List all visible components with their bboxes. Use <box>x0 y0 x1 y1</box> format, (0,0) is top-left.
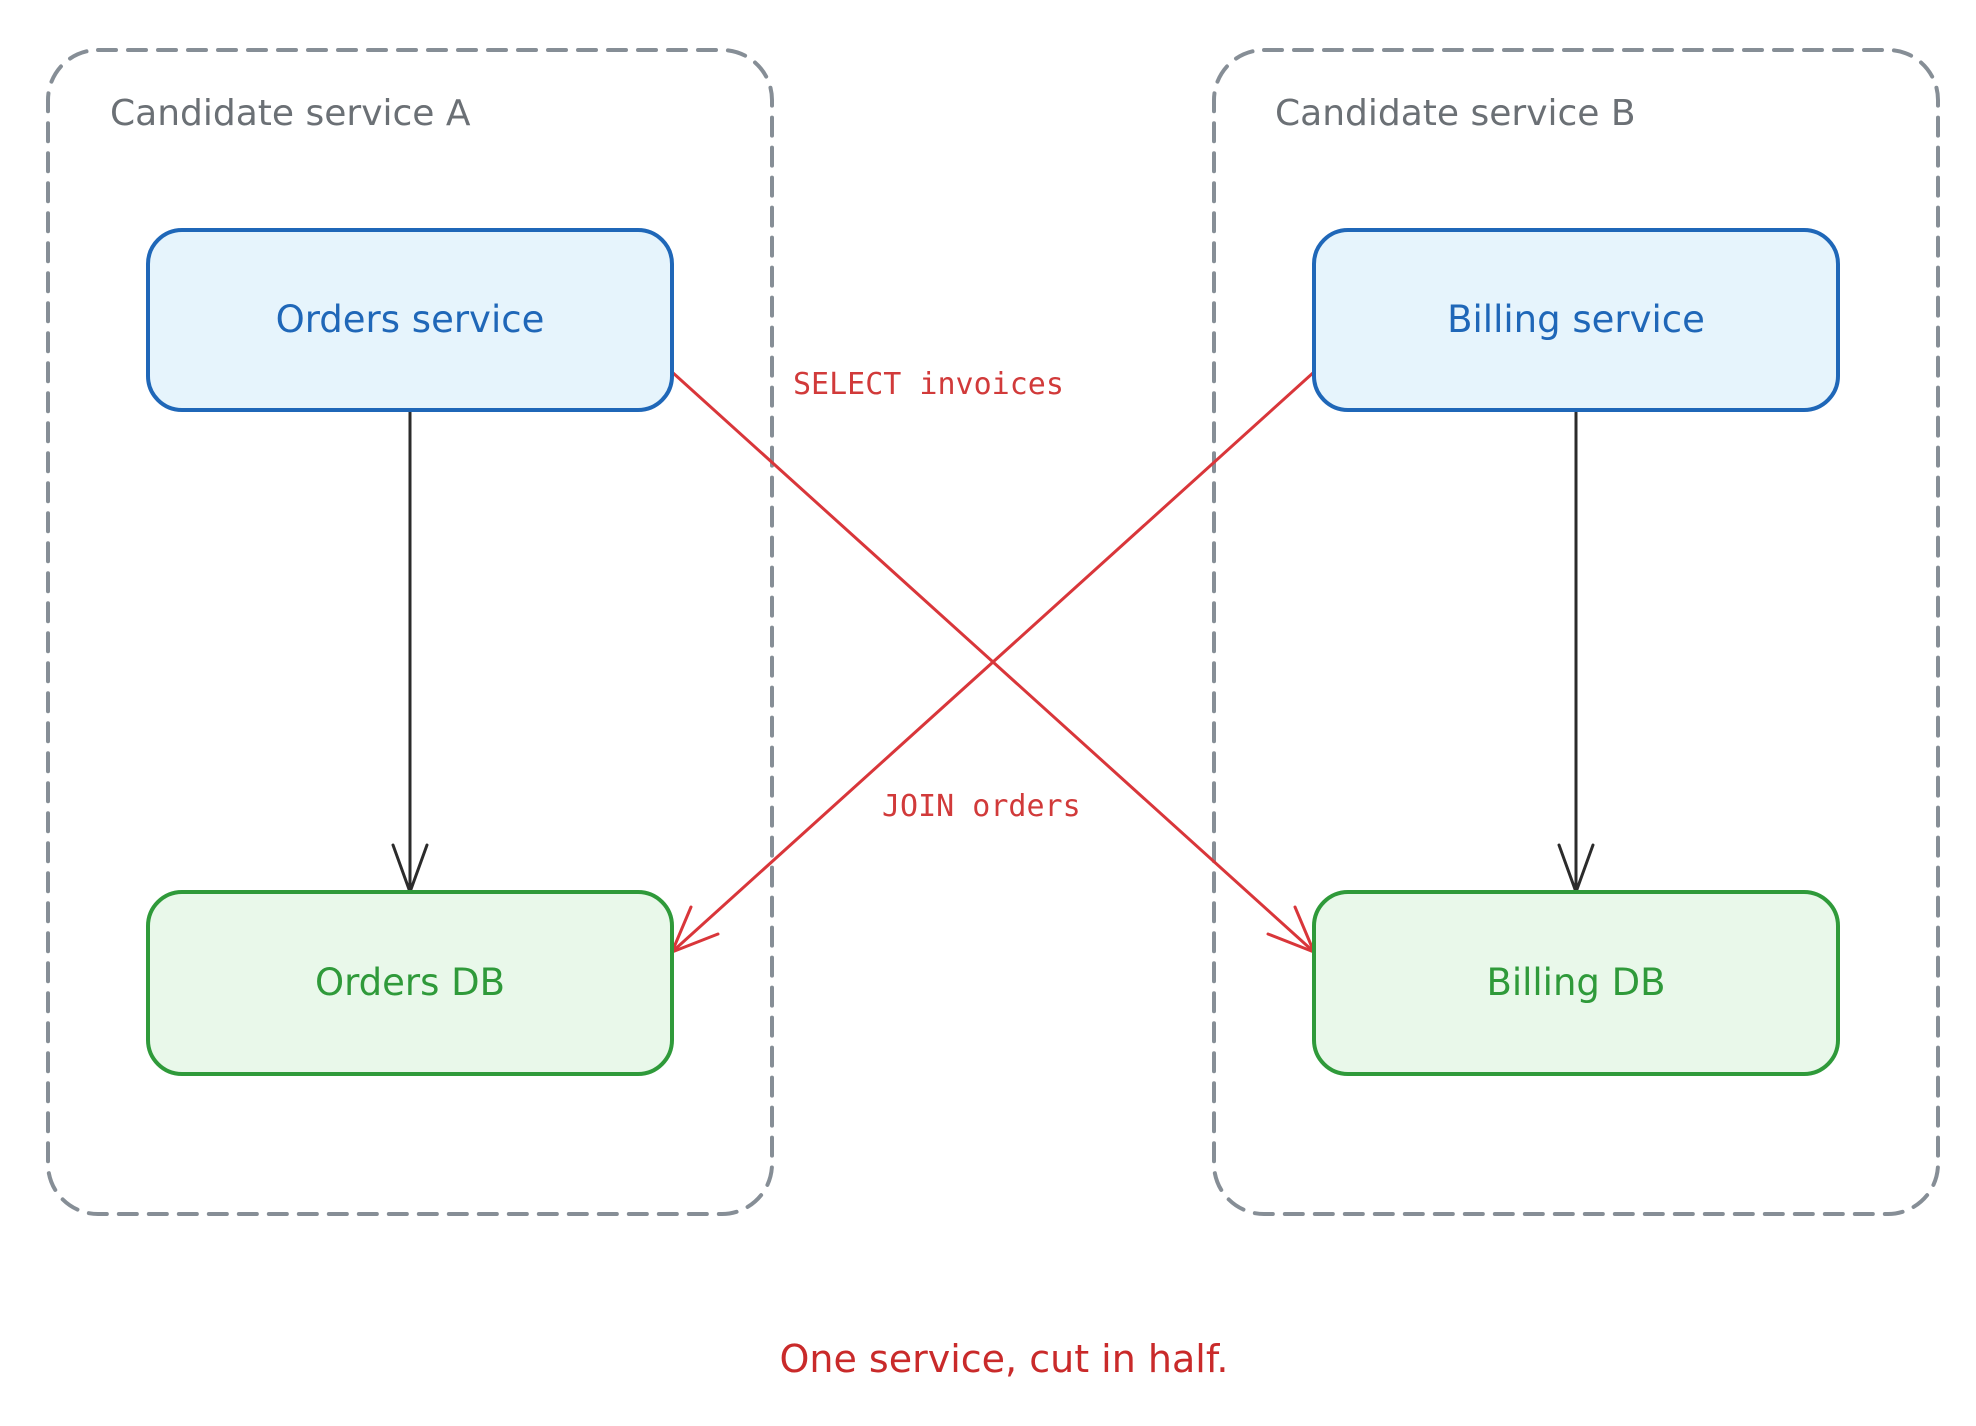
edge-line <box>670 370 1316 954</box>
diagram-caption: One service, cut in half. <box>779 1337 1228 1381</box>
billing-service-box <box>1312 228 1840 412</box>
node-orders-db[interactable]: Orders DB <box>146 890 674 1076</box>
group-b-border <box>1212 48 1940 1216</box>
node-billing-db[interactable]: Billing DB <box>1312 890 1840 1076</box>
node-billing-service[interactable]: Billing service <box>1312 228 1840 412</box>
orders-db-box <box>146 890 674 1076</box>
group-a-title: Candidate service A <box>110 93 471 134</box>
billing-db-box <box>1312 890 1840 1076</box>
billing-service-label: Billing service <box>1447 298 1705 341</box>
orders-service-label: Orders service <box>276 298 545 341</box>
edge-label-select-invoices: SELECT invoices <box>793 367 1064 402</box>
edge-billing-service-to-orders-db: JOIN orders <box>670 370 1316 954</box>
orders-db-label: Orders DB <box>315 961 505 1004</box>
billing-db-label: Billing DB <box>1486 961 1665 1004</box>
group-candidate-service-b: Candidate service B <box>1212 48 1940 1216</box>
edge-billing-service-to-billing-db <box>1557 410 1595 894</box>
node-orders-service[interactable]: Orders service <box>146 228 674 412</box>
group-b-title: Candidate service B <box>1275 93 1636 134</box>
edge-label-join-orders: JOIN orders <box>882 789 1081 824</box>
group-candidate-service-a: Candidate service A <box>46 48 774 1216</box>
group-a-border <box>46 48 774 1216</box>
orders-service-box <box>146 228 674 412</box>
edge-orders-service-to-orders-db <box>391 410 429 894</box>
